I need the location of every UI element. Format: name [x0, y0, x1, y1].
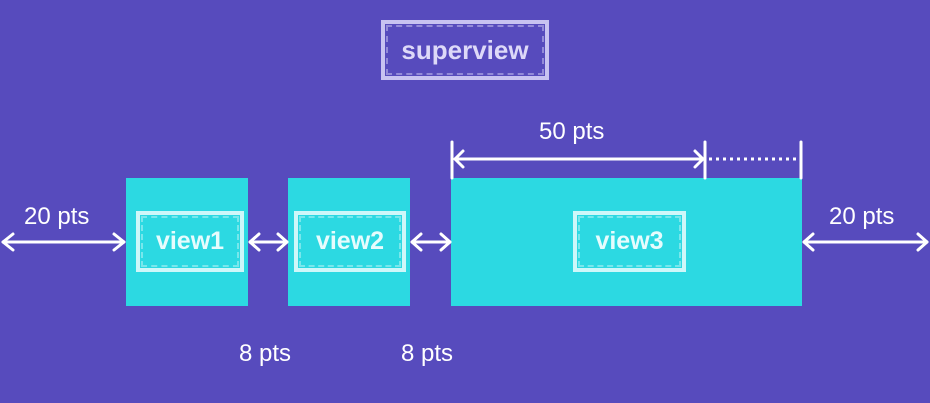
view1-stamp-border	[136, 211, 244, 272]
leading-spacing-arrow	[1, 232, 126, 252]
view3-label: view3	[595, 227, 664, 255]
superview-stamp: superview	[381, 20, 549, 80]
view2-stamp-border	[294, 211, 406, 272]
view3-stamp-border	[573, 211, 686, 272]
trailing-spacing-arrow	[802, 232, 929, 252]
view3-stamp: view3	[573, 211, 686, 272]
view2-label: view2	[315, 227, 385, 255]
leading-spacing-label: 20 pts	[24, 203, 90, 230]
gap1-spacing-arrow	[248, 232, 289, 252]
view3-box: view3	[451, 178, 802, 306]
superview-stamp-border	[381, 20, 549, 80]
view1-label: view1	[155, 227, 225, 255]
view3-width-bracket	[450, 140, 803, 180]
gap2-spacing-label: 8 pts	[401, 340, 454, 367]
gap1-spacing-label: 8 pts	[239, 340, 292, 367]
view1-box: view1	[126, 178, 248, 306]
gap2-spacing-arrow	[410, 232, 452, 252]
view1-stamp: view1	[136, 211, 244, 272]
view2-stamp: view2	[294, 211, 406, 272]
view2-box: view2	[288, 178, 410, 306]
view3-width-label: 50 pts	[539, 118, 605, 145]
superview-label: superview	[401, 34, 529, 65]
trailing-spacing-label: 20 pts	[829, 203, 895, 230]
